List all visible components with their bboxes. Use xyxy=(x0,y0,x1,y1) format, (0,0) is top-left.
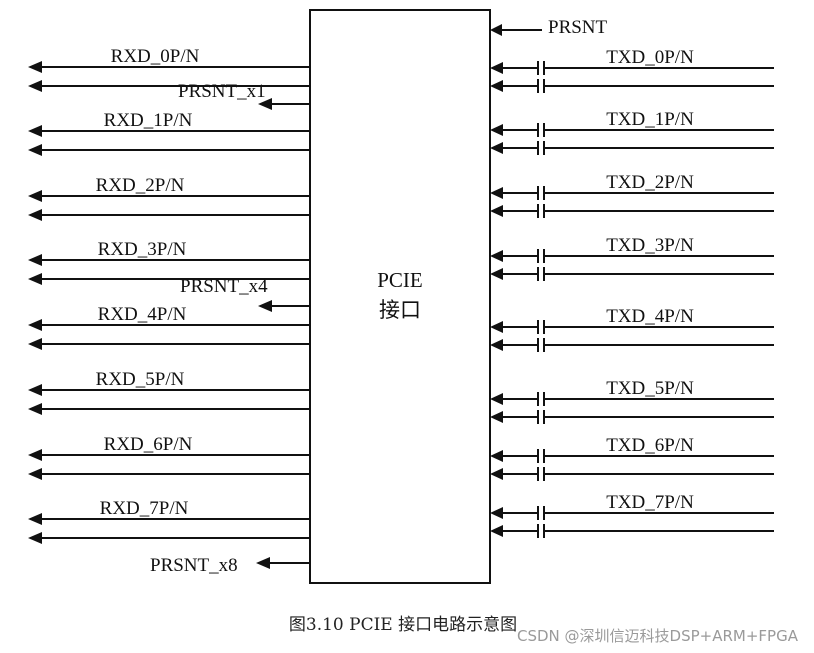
rx-arrow xyxy=(28,338,42,350)
rx-arrow xyxy=(28,61,42,73)
prsnt-output-label: PRSNT_x1 xyxy=(178,81,266,102)
tx-arrow xyxy=(490,62,503,74)
tx-pair-label: TXD_1P/N xyxy=(606,109,694,130)
tx-arrow xyxy=(490,205,503,217)
rx-pair-label: RXD_7P/N xyxy=(100,498,189,519)
rx-arrow xyxy=(28,80,42,92)
tx-pair-label: TXD_3P/N xyxy=(606,235,694,256)
tx-arrow xyxy=(490,411,503,423)
rx-arrow xyxy=(28,190,42,202)
tx-pair-0: TXD_0P/N xyxy=(490,47,774,93)
tx-pair-5: TXD_5P/N xyxy=(490,378,774,424)
rx-arrow xyxy=(28,532,42,544)
prsnt-label: PRSNT xyxy=(548,17,608,38)
tx-pair-label: TXD_4P/N xyxy=(606,306,694,327)
prsnt-output-0: PRSNT_x1 xyxy=(178,81,310,110)
prsnt-output-label: PRSNT_x8 xyxy=(150,555,238,576)
tx-pair-label: TXD_5P/N xyxy=(606,378,694,399)
tx-pair-label: TXD_0P/N xyxy=(606,47,694,68)
tx-pair-label: TXD_2P/N xyxy=(606,172,694,193)
tx-arrow xyxy=(490,268,503,280)
rx-arrow xyxy=(28,513,42,525)
rx-lanes: RXD_0P/N RXD_1P/N RXD_2P/N RXD_3P/N RXD_4P/N… xyxy=(28,46,310,544)
prsnt-output-2: PRSNT_x8 xyxy=(150,555,310,576)
prsnt-output-1: PRSNT_x4 xyxy=(180,276,310,312)
rx-pair-6: RXD_6P/N xyxy=(28,434,310,480)
rx-arrow xyxy=(28,319,42,331)
rx-pair-4: RXD_4P/N xyxy=(28,304,310,350)
tx-arrow xyxy=(490,80,503,92)
rx-arrow xyxy=(28,273,42,285)
tx-arrow xyxy=(490,339,503,351)
tx-pair-4: TXD_4P/N xyxy=(490,306,774,352)
tx-pair-7: TXD_7P/N xyxy=(490,492,774,538)
figure-caption: 图3.10 PCIE 接口电路示意图 xyxy=(289,615,517,635)
rx-arrow xyxy=(28,209,42,221)
pcie-block-title: PCIE xyxy=(377,268,423,292)
tx-arrow xyxy=(490,321,503,333)
rx-arrow xyxy=(28,144,42,156)
tx-arrow xyxy=(490,393,503,405)
tx-pair-6: TXD_6P/N xyxy=(490,435,774,481)
tx-pair-label: TXD_7P/N xyxy=(606,492,694,513)
rx-arrow xyxy=(28,403,42,415)
prsnt-arrow xyxy=(258,300,272,312)
prsnt-arrow xyxy=(258,98,272,110)
watermark: CSDN @深圳信迈科技DSP+ARM+FPGA xyxy=(517,627,799,645)
rx-pair-3: RXD_3P/N xyxy=(28,239,310,285)
rx-pair-1: RXD_1P/N xyxy=(28,110,310,156)
rx-arrow xyxy=(28,254,42,266)
rx-pair-label: RXD_4P/N xyxy=(98,304,187,325)
prsnt-output-label: PRSNT_x4 xyxy=(180,276,268,297)
tx-arrow xyxy=(490,450,503,462)
tx-pair-1: TXD_1P/N xyxy=(490,109,774,155)
rx-pair-5: RXD_5P/N xyxy=(28,369,310,415)
tx-pair-label: TXD_6P/N xyxy=(606,435,694,456)
rx-pair-label: RXD_2P/N xyxy=(96,175,185,196)
rx-arrow xyxy=(28,449,42,461)
rx-arrow xyxy=(28,384,42,396)
prsnt-arrow xyxy=(256,557,270,569)
pcie-block-subtitle: 接口 xyxy=(379,298,421,322)
tx-arrow xyxy=(490,142,503,154)
rx-pair-label: RXD_6P/N xyxy=(104,434,193,455)
tx-lanes: TXD_0P/N TXD_1P/N TXD_2P/N TXD_3P/N TXD_4P/N… xyxy=(490,47,774,538)
pcie-block xyxy=(309,9,491,584)
prsnt-input: PRSNT xyxy=(490,17,608,38)
tx-arrow xyxy=(490,124,503,136)
tx-arrow xyxy=(490,525,503,537)
rx-pair-label: RXD_5P/N xyxy=(96,369,185,390)
tx-arrow xyxy=(490,250,503,262)
rx-pair-7: RXD_7P/N xyxy=(28,498,310,544)
rx-pair-0: RXD_0P/N xyxy=(28,46,310,92)
tx-pair-3: TXD_3P/N xyxy=(490,235,774,281)
rx-arrow xyxy=(28,125,42,137)
tx-pair-2: TXD_2P/N xyxy=(490,172,774,218)
tx-arrow xyxy=(490,187,503,199)
tx-arrow xyxy=(490,468,503,480)
rx-pair-label: RXD_3P/N xyxy=(98,239,187,260)
rx-pair-2: RXD_2P/N xyxy=(28,175,310,221)
rx-arrow xyxy=(28,468,42,480)
rx-pair-label: RXD_1P/N xyxy=(104,110,193,131)
tx-arrow xyxy=(490,507,503,519)
rx-pair-label: RXD_0P/N xyxy=(111,46,200,67)
